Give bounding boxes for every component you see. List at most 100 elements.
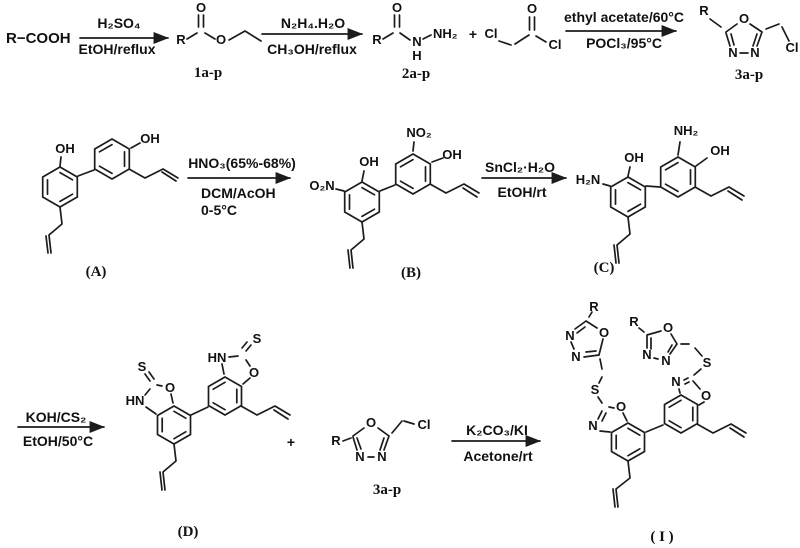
ring-n-label: N [750, 45, 759, 60]
benzene-ring [343, 181, 381, 223]
step2-solvent: CH₃OH/reflux [267, 41, 357, 57]
structure-carboxylic-acid: R−COOH [6, 30, 71, 47]
nitro-label: NO₂ [406, 125, 432, 140]
step4-reagent: HNO₃(65%-68%) [188, 155, 296, 171]
ring-o-label: O [165, 380, 175, 395]
structure-ester-1ap: R O O 1a-p [176, 0, 262, 81]
amine-label: H₂N [576, 172, 601, 187]
ring-n-label: N [728, 45, 737, 60]
step4-arrow: HNO₃(65%-68%) DCM/AcOH 0-5°C [187, 155, 296, 218]
benzene-ring [609, 176, 647, 218]
compound-label-I: ( I ) [650, 529, 673, 545]
compound-label-A: (A) [86, 264, 107, 280]
ring-o-label: O [599, 325, 609, 340]
benzene-ring [41, 166, 79, 208]
ester-o-label: O [216, 32, 226, 47]
step4-solvent: DCM/AcOH [201, 185, 276, 201]
compound-label-D: (D) [178, 524, 199, 540]
benzene-ring [93, 138, 131, 180]
step2-arrow: N₂H₄.H₂O CH₃OH/reflux [261, 15, 363, 57]
amide-n-label: N [412, 34, 421, 49]
carbonyl-o-label: O [527, 1, 537, 16]
step5-solvent: EtOH/rt [498, 184, 547, 200]
ring-n-label: N [661, 353, 670, 368]
hydroxyl-label: OH [442, 147, 462, 162]
step7-arrow: K₂CO₃/KI Acetone/rt [451, 422, 541, 464]
ring-n-label: N [355, 449, 364, 464]
structure-honokiol-A: OH OH (A) [41, 131, 179, 280]
thione-s-label: S [253, 331, 262, 346]
hydroxyl-label: OH [710, 143, 730, 158]
benzene-ring [207, 376, 243, 416]
ring-o-label: O [616, 399, 626, 414]
r-group-label: R [629, 314, 639, 329]
step6-solvent: EtOH/50°C [23, 433, 93, 449]
structure-hydrazide-2ap: R O N H NH₂ 2a-p [372, 0, 457, 82]
step3-reagent: ethyl acetate/60°C [564, 9, 684, 25]
step5-reagent: SnCl₂·H₂O [485, 159, 555, 175]
ring-n-label: N [671, 374, 680, 389]
amide-h-label: H [412, 48, 421, 63]
r-group-label: R [372, 32, 382, 47]
acyl-chloride-label: Cl [549, 37, 562, 52]
step1-arrow: H₂SO₄ EtOH/reflux [78, 15, 169, 57]
benzene-ring [610, 422, 646, 462]
acid-formula: R−COOH [6, 30, 71, 47]
step6-arrow: KOH/CS₂ EtOH/50°C [17, 409, 105, 449]
step6-reagent: KOH/CS₂ [26, 409, 87, 425]
ring-nh-label: HN [208, 350, 227, 365]
structure-oxadiazole-3ap-reagent: R O N N Cl 3a-p [331, 415, 430, 498]
ring-n-label: N [565, 328, 574, 343]
ring-n-label: N [571, 349, 580, 364]
step7-reagent: K₂CO₃/KI [466, 422, 528, 438]
hydroxyl-label: OH [624, 150, 644, 165]
ring-n-label: N [377, 449, 386, 464]
compound-label-C: (C) [594, 260, 615, 276]
compound-label-1ap: 1a-p [194, 65, 222, 81]
carbonyl-o-label: O [196, 0, 206, 15]
structure-dinitro-B: OH O₂N NO₂ OH (B) [309, 125, 480, 281]
hydroxyl-label: OH [140, 131, 160, 146]
ring-o-label: O [663, 320, 673, 335]
ring-n-label: N [642, 347, 651, 362]
chloromethyl-label: Cl [418, 417, 431, 432]
thioether-s-label: S [591, 382, 600, 397]
step1-solvent: EtOH/reflux [78, 41, 155, 57]
ring-n-label: N [588, 418, 597, 433]
r-group-label: R [699, 3, 709, 18]
thione-s-label: S [138, 359, 147, 374]
step3-arrow: ethyl acetate/60°C POCl₃/95°C [564, 9, 684, 51]
compound-label-3ap: 3a-p [373, 482, 401, 498]
ring-o-label: O [366, 415, 376, 430]
plus-sign-row1: + [469, 26, 477, 42]
structure-dithione-D: S HN O S HN O (D) [126, 331, 291, 540]
benzene-ring [156, 405, 192, 445]
hydroxyl-label: OH [359, 154, 379, 169]
plus-sign-row3: + [287, 434, 295, 450]
r-group-label: R [331, 433, 341, 448]
amine-label: NH₂ [674, 123, 699, 138]
benzene-ring [394, 153, 432, 195]
r-group-label: R [589, 299, 599, 314]
structure-chloroacetyl-chloride: Cl O Cl [485, 1, 562, 52]
nitro-label: O₂N [309, 178, 334, 193]
ring-nh-label: HN [126, 393, 145, 408]
chloro-label: Cl [485, 26, 498, 41]
step5-arrow: SnCl₂·H₂O EtOH/rt [481, 159, 567, 200]
chloromethyl-label: Cl [786, 40, 799, 55]
hydroxyl-label: OH [55, 141, 75, 156]
compound-label-B: (B) [401, 265, 421, 281]
compound-label-2ap: 2a-p [402, 66, 430, 82]
structure-diamine-C: H₂N OH NH₂ OH (C) [576, 123, 745, 276]
benzene-ring [659, 156, 697, 198]
benzene-ring [663, 394, 699, 434]
compound-label-3ap: 3a-p [735, 67, 763, 83]
structure-oxadiazole-3ap: R O N N Cl 3a-p [699, 3, 798, 83]
step4-temperature: 0-5°C [201, 202, 237, 218]
step7-solvent: Acetone/rt [463, 448, 533, 464]
amine-label: NH₂ [433, 26, 458, 41]
step3-solvent: POCl₃/95°C [586, 35, 662, 51]
ring-o-label: O [701, 388, 711, 403]
